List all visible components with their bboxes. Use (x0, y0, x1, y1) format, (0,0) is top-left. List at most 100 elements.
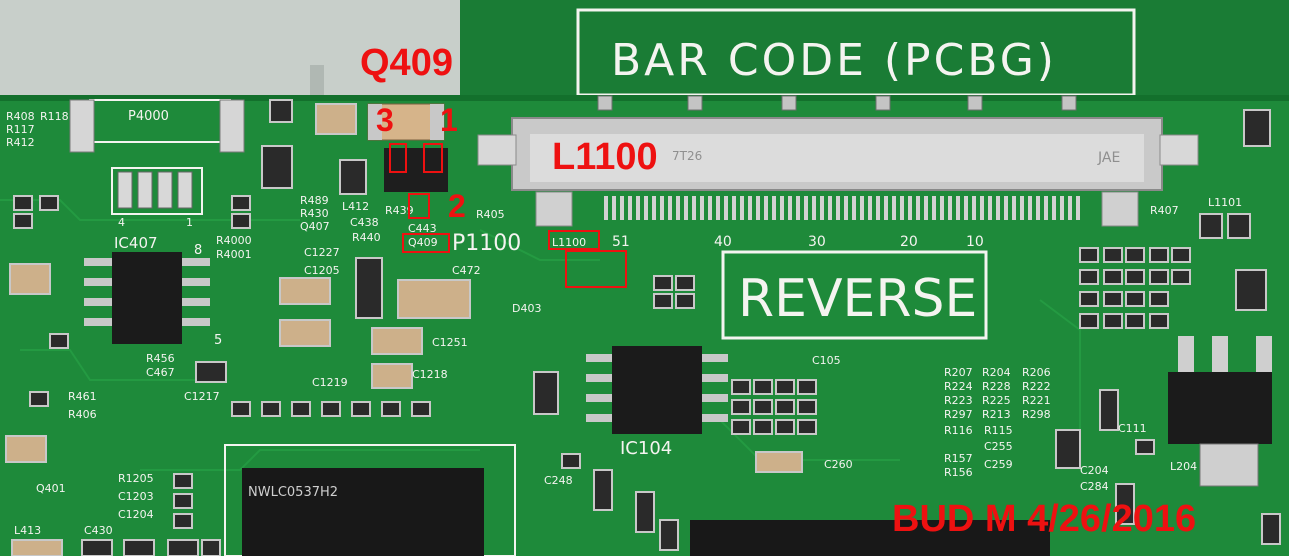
smd-part (675, 275, 695, 291)
connector-pin (948, 196, 952, 220)
ref-d403: D403 (512, 302, 541, 315)
ref-r207: R207 (944, 366, 973, 379)
connector-pin (756, 196, 760, 220)
smd-part (653, 293, 673, 309)
smd-part (351, 401, 371, 417)
smd-part (9, 263, 51, 295)
smd-part (11, 539, 63, 556)
ref-r115: R115 (984, 424, 1013, 437)
ic407-leads (84, 258, 210, 326)
smd-part (1125, 247, 1145, 263)
barcode-area (460, 0, 1289, 100)
smd-part (797, 399, 817, 415)
connector-pin (644, 196, 648, 220)
smd-part (231, 195, 251, 211)
connector-pin (764, 196, 768, 220)
annotation-footer-date: BUD M 4/26/2016 (892, 498, 1197, 540)
p4000-pad-right (219, 99, 245, 153)
smd-part (231, 401, 251, 417)
smd-part (261, 145, 293, 189)
bga-chip-text: NWLC0537H2 (248, 485, 338, 500)
smd-part (411, 401, 431, 417)
top-left-panel (0, 0, 460, 95)
connector-pin (1068, 196, 1072, 220)
ref-r4000: R4000 (216, 234, 252, 247)
conn-pin-30: 30 (808, 234, 826, 250)
regulator-body (1168, 372, 1272, 444)
smd-part (1171, 269, 1191, 285)
barcode-label: BAR CODE (PCBG) (611, 35, 1057, 86)
smd-part (291, 401, 311, 417)
connector-foot-right (1101, 191, 1139, 227)
smd-part (797, 379, 817, 395)
connector-pin (1004, 196, 1008, 220)
connector-pin (908, 196, 912, 220)
ref-r4001: R4001 (216, 248, 252, 261)
connector-pin (892, 196, 896, 220)
ref-c255: C255 (984, 440, 1013, 453)
smd-part (1149, 269, 1169, 285)
connector-pin (844, 196, 848, 220)
conn-pin-51: 51 (612, 234, 630, 250)
smd-part (775, 379, 795, 395)
smd-part (195, 361, 227, 383)
ref-c472: C472 (452, 264, 481, 277)
smd-part (231, 213, 251, 229)
ref-c259: C259 (984, 458, 1013, 471)
smd-part (1125, 291, 1145, 307)
smd-part (1149, 313, 1169, 329)
marker-box-q409-label (402, 233, 450, 253)
smd-part (753, 379, 773, 395)
smd-part (533, 371, 559, 415)
connector-pin (812, 196, 816, 220)
ref-r407: R407 (1150, 204, 1179, 217)
ref-r439: R439 (385, 204, 414, 217)
connector-pin (676, 196, 680, 220)
connector-pin (804, 196, 808, 220)
smd-part (653, 275, 673, 291)
ref-c1219: C1219 (312, 376, 348, 389)
connector-pin (1052, 196, 1056, 220)
smd-part (635, 491, 655, 533)
ref-q407: Q407 (300, 220, 330, 233)
reverse-label: REVERSE (738, 269, 977, 329)
connector-foot-left (535, 191, 573, 227)
q409-cap-end-left (368, 104, 382, 140)
smd-part (355, 257, 383, 319)
connector-pin (724, 196, 728, 220)
smd-part (173, 473, 193, 489)
conn-pin-10: 10 (966, 234, 984, 250)
connector-pins (604, 196, 1080, 220)
smd-part (1079, 269, 1099, 285)
connector-pin (660, 196, 664, 220)
smd-part (1149, 247, 1169, 263)
ref-c1204: C1204 (118, 508, 154, 521)
smd-part (49, 333, 69, 349)
smd-part (29, 391, 49, 407)
ref-r461: R461 (68, 390, 97, 403)
smd-part (1243, 109, 1271, 147)
q409-cap-end-right (430, 104, 444, 140)
connector-pin (748, 196, 752, 220)
ref-c443: C443 (408, 222, 437, 235)
conn-pin-40: 40 (714, 234, 732, 250)
smd-part (1103, 247, 1123, 263)
reverse-frame (721, 250, 988, 340)
smd-part (753, 419, 773, 435)
ref-r489: R489 (300, 194, 329, 207)
smd-part (1135, 439, 1155, 455)
panel-tab (310, 65, 324, 95)
ref-r157: R157 (944, 452, 973, 465)
ref-r224: R224 (944, 380, 973, 393)
ref-c438: C438 (350, 216, 379, 229)
smd-part (173, 513, 193, 529)
marker-box-l1100-label (548, 230, 600, 250)
smd-part (731, 379, 751, 395)
connector-pin (972, 196, 976, 220)
smd-part (755, 451, 803, 473)
smd-part (731, 419, 751, 435)
connector-pin (988, 196, 992, 220)
ref-c105: C105 (812, 354, 841, 367)
ref-r408: R408 (6, 110, 35, 123)
